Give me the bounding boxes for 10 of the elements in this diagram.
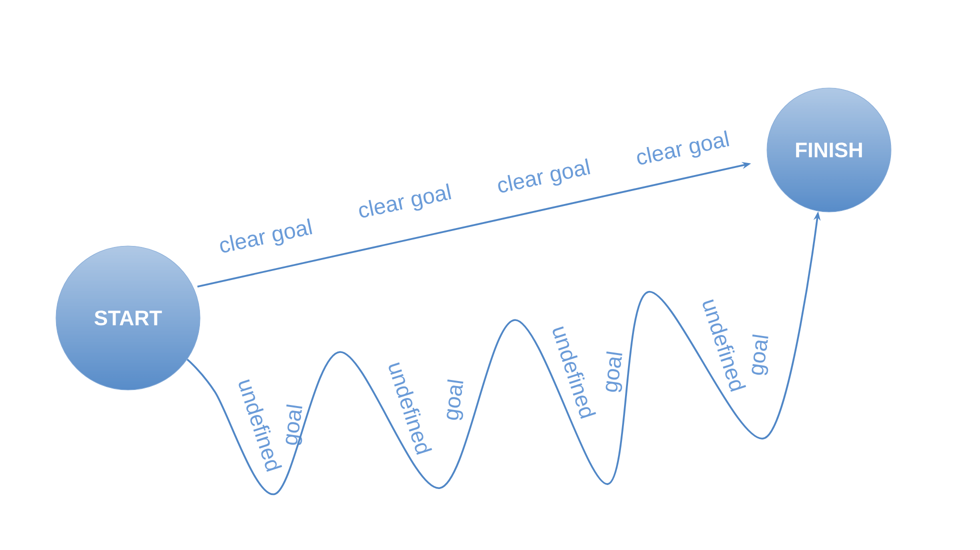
edge-label: clear goal xyxy=(220,218,312,253)
rotated-label: clear goal xyxy=(637,130,730,165)
rotated-label: goal xyxy=(606,352,622,392)
rotated-label: goal xyxy=(286,404,302,446)
rotated-label: clear goal xyxy=(359,183,452,218)
circle-node: FINISH xyxy=(766,88,892,212)
rotated-label: goal xyxy=(446,380,464,420)
rotated-label: clear goal xyxy=(498,158,590,193)
rotated-label: goal xyxy=(752,334,768,376)
circle-node: START xyxy=(56,246,200,390)
